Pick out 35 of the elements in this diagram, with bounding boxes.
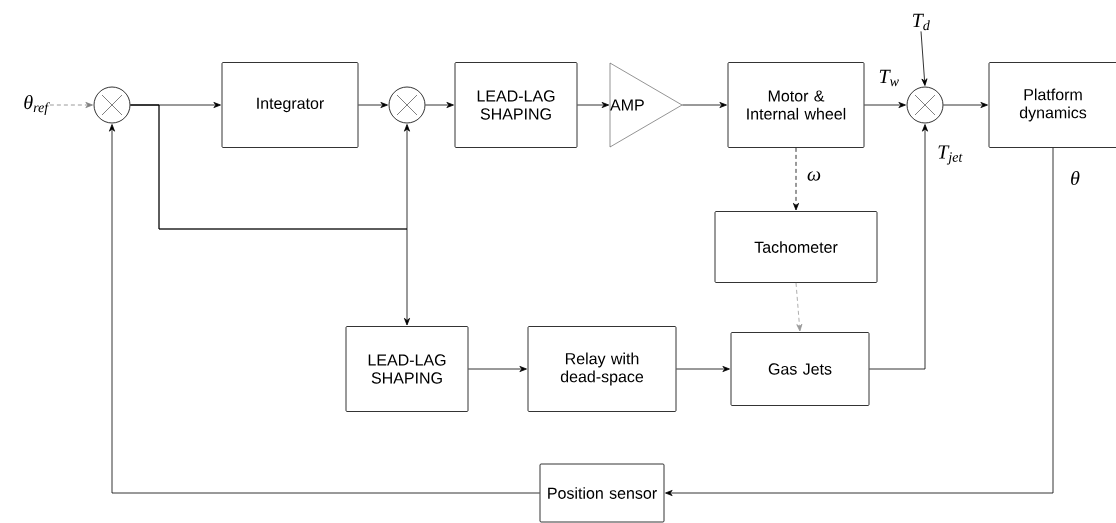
process-box: Platform dynamics [988, 62, 1116, 148]
edge-label: ω [805, 170, 823, 182]
summing-junction [388, 86, 426, 124]
signal-label: θ$_{ref}$ [24, 94, 50, 116]
process-box: LEAD-LAG SHAPING [345, 326, 469, 412]
summing-junction [906, 86, 944, 124]
arrow [425, 102, 454, 108]
arrow [130, 104, 410, 326]
arrow [864, 102, 906, 108]
arrow [793, 147, 799, 211]
process-box: Relay with dead-space [527, 326, 677, 412]
arrow [795, 282, 803, 332]
arrow [109, 124, 540, 494]
edge-label: θ [1069, 169, 1081, 187]
signal-label: T$_{d}$ [913, 13, 930, 31]
edge-label: T$_{jet}$ [936, 144, 964, 166]
arrow [943, 102, 988, 108]
amplifier-triangle: AMP [609, 62, 683, 148]
process-box: Integrator [221, 62, 359, 148]
summing-junction [93, 86, 131, 124]
process-box: Gas Jets [730, 332, 870, 406]
arrow [49, 102, 93, 108]
arrow [676, 366, 730, 372]
process-box: Tachometer [714, 211, 878, 283]
arrow [681, 102, 727, 108]
edge-label: T$_{w}$ [877, 68, 901, 88]
process-box: Position sensor [539, 463, 665, 523]
process-box: LEAD-LAG SHAPING [454, 62, 578, 148]
arrow [577, 102, 610, 108]
process-box: Motor & Internal wheel [727, 62, 865, 148]
arrow [920, 31, 928, 86]
arrow [665, 147, 1054, 496]
arrow [468, 366, 527, 372]
arrow [869, 124, 928, 370]
arrow [358, 102, 388, 108]
